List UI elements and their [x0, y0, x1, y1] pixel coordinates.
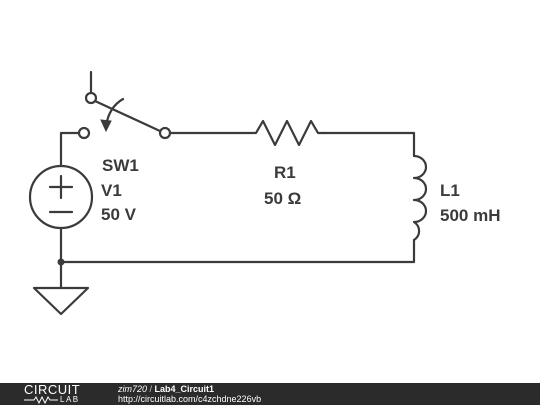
source-value: 50 V: [101, 205, 137, 224]
switch-common-terminal: [84, 91, 98, 105]
source-label: V1: [101, 181, 122, 200]
footer-breadcrumb: zim720 / Lab4_Circuit1: [118, 384, 214, 394]
resistor-value: 50 Ω: [264, 189, 301, 208]
switch-arrowhead: [100, 119, 112, 133]
circuitlab-logo[interactable]: CIRCUIT LAB: [24, 383, 96, 405]
voltage-source-body: [28, 164, 94, 230]
switch-blade: [93, 99, 162, 133]
inductor-label: L1: [440, 181, 460, 200]
wire-switch-to-source: [59, 131, 81, 168]
footer-bar: CIRCUIT LAB zim720 / Lab4_Circuit1 http:…: [0, 383, 540, 405]
logo-lab-text: LAB: [60, 395, 80, 404]
inductor-value: 500 mH: [440, 206, 500, 225]
wire-resistor-to-inductor: [322, 131, 416, 158]
footer-separator: /: [147, 384, 155, 394]
ground-junction-dot: [57, 258, 65, 266]
wire-inductor-to-ground: [59, 238, 416, 264]
ground-symbol: [32, 286, 90, 316]
footer-username-link[interactable]: zim720: [118, 384, 148, 394]
footer-url-link[interactable]: http://circuitlab.com/c4zchdne226vb: [118, 394, 262, 404]
switch-contact-terminal: [77, 126, 91, 140]
switch-output-terminal: [158, 126, 172, 140]
resistor-label: R1: [274, 163, 296, 182]
logo-resistor-icon: [24, 395, 58, 404]
logo-circuit-text: CIRCUIT: [24, 382, 81, 397]
inductor-coil: [412, 154, 428, 242]
switch-label: SW1: [102, 156, 139, 175]
footer-circuit-title[interactable]: Lab4_Circuit1: [154, 384, 215, 394]
resistor-body: [246, 119, 326, 147]
circuit-schematic: SW1 V1 50 V R1 50 Ω L1 500 mH: [28, 70, 500, 316]
